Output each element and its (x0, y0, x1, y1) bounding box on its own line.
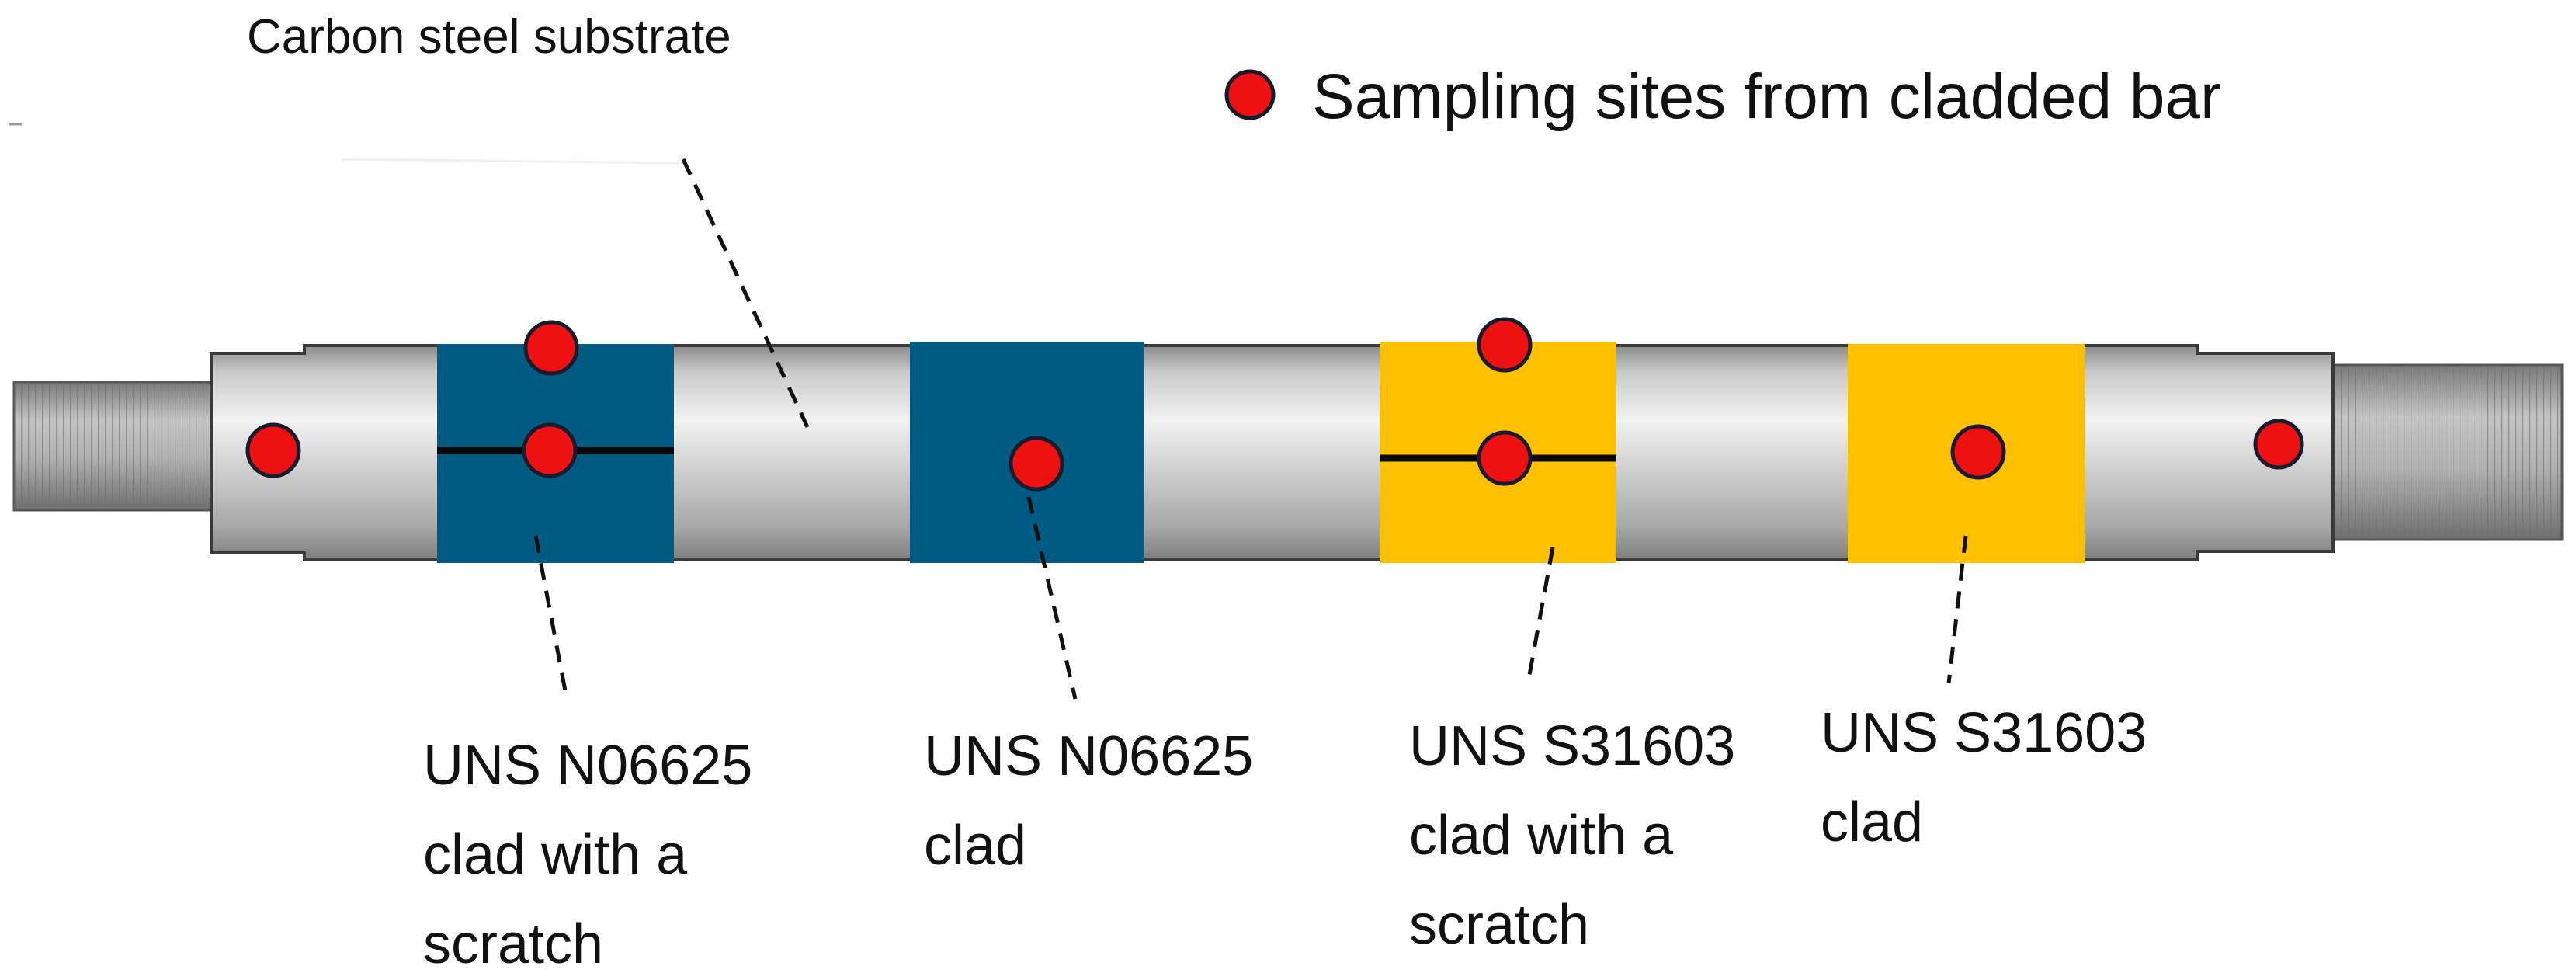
right-threaded-end (2328, 363, 2564, 541)
sampling-site-clad3-scratch (1477, 430, 1533, 486)
red-dot-icon (1224, 69, 1276, 120)
sampling-site-left-end (245, 422, 301, 478)
clad1-label: UNS N06625 clad with a scratch (423, 735, 768, 975)
clad3-label: UNS S31603 clad with a scratch (1409, 715, 1751, 956)
leader-clad2 (1026, 496, 1078, 700)
clad1-label-line3: scratch (423, 913, 603, 975)
sampling-site-clad3-top (1477, 317, 1533, 373)
left-threaded-end (12, 381, 216, 512)
clad2-label: UNS N06625 clad (924, 725, 1269, 877)
clad1-label-line2: clad with a (423, 824, 688, 886)
substrate-label: Carbon steel substrate (247, 10, 731, 64)
clad2-label-line2: clad (924, 815, 1026, 877)
sampling-site-right-end (2253, 419, 2304, 470)
leader-clad3 (1526, 547, 1555, 684)
sampling-site-clad4 (1950, 424, 2006, 480)
clad4-label-line1: UNS S31603 (1821, 702, 2147, 764)
clad4-label: UNS S31603 clad (1821, 702, 2162, 853)
clad2-label-line1: UNS N06625 (924, 725, 1253, 787)
clad3-label-line3: scratch (1409, 894, 1589, 956)
faint-line (341, 158, 684, 165)
legend-label: Sampling sites from cladded bar (1312, 61, 2221, 132)
leader-substrate (681, 158, 810, 429)
clad3-label-line1: UNS S31603 (1409, 715, 1735, 777)
clad3-label-line2: clad with a (1409, 805, 1674, 867)
carbon-steel-bar (210, 344, 2335, 561)
leader-clad4 (1946, 535, 1968, 684)
sampling-site-clad1-top (523, 320, 579, 376)
clad4-label-line2: clad (1821, 791, 1923, 853)
sampling-site-clad1-scratch (522, 422, 578, 478)
clad1-label-line1: UNS N06625 (423, 735, 752, 797)
sampling-site-clad2 (1009, 436, 1064, 492)
